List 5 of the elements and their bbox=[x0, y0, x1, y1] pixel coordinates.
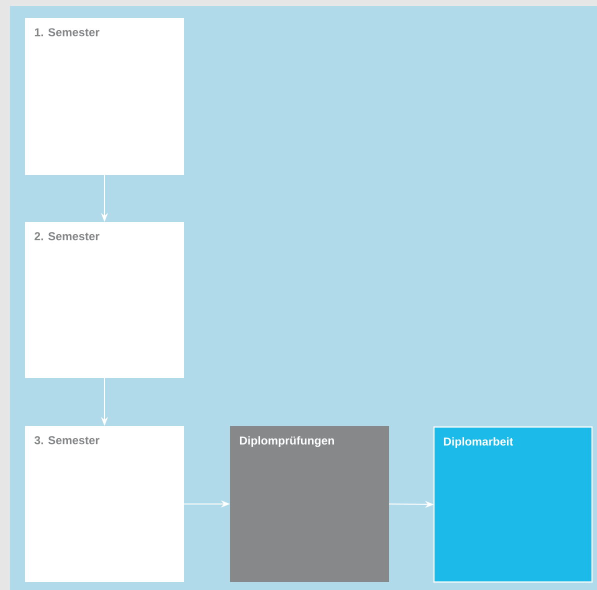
semester-box: 2. Semester bbox=[25, 222, 184, 378]
semester-box: 3. Semester bbox=[25, 426, 184, 582]
semester-box: 1. Semester bbox=[25, 18, 184, 175]
exam-box: Diplomprüfungen bbox=[230, 426, 389, 582]
thesis-box: Diplomarbeit bbox=[433, 426, 593, 583]
